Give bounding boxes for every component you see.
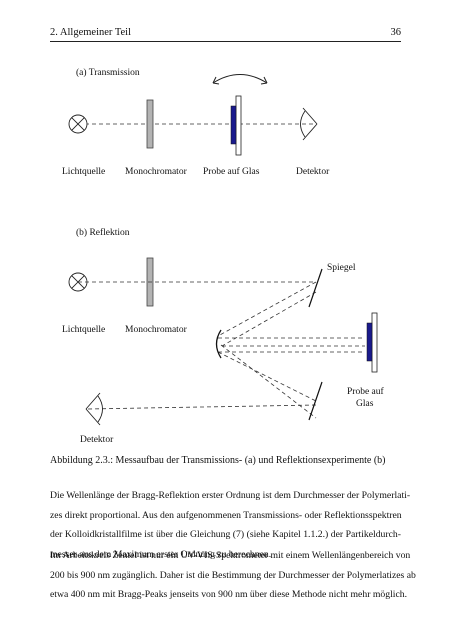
body-paragraph: Die Wellenlänge der Bragg-Reflektion ers…	[50, 486, 411, 565]
label-light-source-b: Lichtquelle	[62, 325, 105, 335]
text-line: messer aus dem Maximum erster Ordnung zu…	[50, 549, 272, 561]
text-line: etwa 400 nm mit Bragg-Peaks jenseits von…	[50, 589, 408, 601]
label-mirror: Spiegel	[327, 263, 356, 273]
label-detector-b: Detektor	[80, 435, 114, 445]
detector-icon	[300, 107, 318, 141]
running-header-chapter: 2. Allgemeiner Teil	[50, 27, 132, 38]
detector-icon	[85, 392, 103, 426]
text-line: der Kolloidkristallfilme ist über die Gl…	[50, 529, 401, 541]
label-sample-b-line2: Glas	[356, 399, 374, 409]
mirror-upper-icon	[308, 268, 323, 308]
label-light-source-a: Lichtquelle	[62, 167, 105, 177]
label-sample-a: Probe auf Glas	[203, 166, 260, 177]
text-line: 200 bis 900 nm zugänglich. Daher ist die…	[50, 569, 416, 581]
page-number: 36	[390, 27, 402, 38]
label-monochromator-a: Monochromator	[125, 167, 188, 177]
text-line: Die Wellenlänge der Bragg-Reflektion ers…	[50, 490, 411, 501]
light-source-icon	[68, 114, 88, 134]
figure-caption: Abbildung 2.3.: Messaufbau der Transmiss…	[50, 455, 386, 466]
part-b-label: (b) Reflektion	[76, 227, 130, 238]
label-detector-a: Detektor	[296, 167, 330, 177]
body-paragraph: Im Arbeitskreis Zentel ist nur ein UV-VI…	[50, 546, 416, 605]
label-monochromator-b: Monochromator	[125, 325, 188, 335]
text-line: zes direkt proportional. Aus den aufgeno…	[50, 509, 402, 521]
rotation-arrow-icon	[212, 74, 268, 85]
header-rule	[50, 41, 401, 42]
monochromator-icon	[146, 99, 154, 149]
mirror-lower-icon	[308, 381, 323, 421]
label-sample-b-line1: Probe auf	[347, 386, 385, 397]
beam-paths-b	[78, 281, 365, 419]
text-line: Im Arbeitskreis Zentel ist nur ein UV-VI…	[50, 550, 411, 561]
figure-part-a: (a) Transmission Lichtquelle Monochromat…	[62, 67, 330, 177]
concave-mirror-icon	[215, 329, 222, 359]
sample-on-glass-icon	[366, 312, 378, 373]
setup-figure: (a) Transmission Lichtquelle Monochromat…	[62, 67, 385, 445]
sample-on-glass-icon	[230, 95, 242, 156]
part-a-label: (a) Transmission	[76, 67, 140, 78]
figure-part-b: (b) Reflektion Spiegel Probe auf Glas	[62, 227, 385, 445]
